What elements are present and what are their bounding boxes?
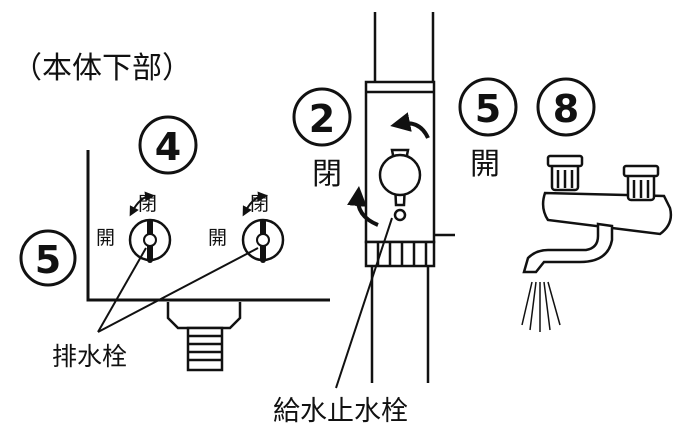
step-5-right-marker: 5 bbox=[458, 77, 518, 137]
step-5-left-number: 5 bbox=[35, 238, 61, 282]
supply-valve-leader bbox=[335, 217, 393, 389]
step-4-number: 4 bbox=[155, 125, 181, 169]
drain-plug-leaders bbox=[97, 247, 259, 333]
drain-plug-label: 排水栓 bbox=[52, 342, 127, 371]
step-4-marker: 4 bbox=[138, 115, 198, 175]
supply-stop-valve-label: 給水止水栓 bbox=[273, 396, 408, 427]
drain-plug-left bbox=[128, 191, 172, 263]
step-2-number: 2 bbox=[309, 97, 335, 141]
supply-pipe bbox=[364, 12, 455, 383]
open-label-plug-right: 開 bbox=[208, 227, 227, 249]
close-label-valve: 閉 bbox=[312, 157, 342, 192]
drain-outlet bbox=[166, 302, 242, 372]
open-label-plug-left: 開 bbox=[96, 227, 115, 249]
step-5-left-marker: 5 bbox=[19, 229, 77, 287]
section-label: （本体下部） bbox=[12, 51, 192, 86]
faucet bbox=[522, 154, 673, 274]
close-rotation-arrow bbox=[347, 186, 379, 227]
water-stream bbox=[521, 281, 561, 332]
step-5-right-number: 5 bbox=[475, 87, 501, 131]
open-rotation-arrow bbox=[390, 112, 430, 139]
stop-valve-handle bbox=[378, 148, 422, 222]
open-label-valve: 開 bbox=[470, 147, 500, 182]
step-2-marker: 2 bbox=[292, 87, 352, 147]
close-label-plug-right: 閉 bbox=[250, 193, 269, 215]
unit-bottom-outline bbox=[86, 150, 330, 302]
step-8-number: 8 bbox=[553, 87, 579, 131]
close-label-plug-left: 閉 bbox=[138, 193, 157, 215]
step-8-marker: 8 bbox=[536, 77, 596, 137]
